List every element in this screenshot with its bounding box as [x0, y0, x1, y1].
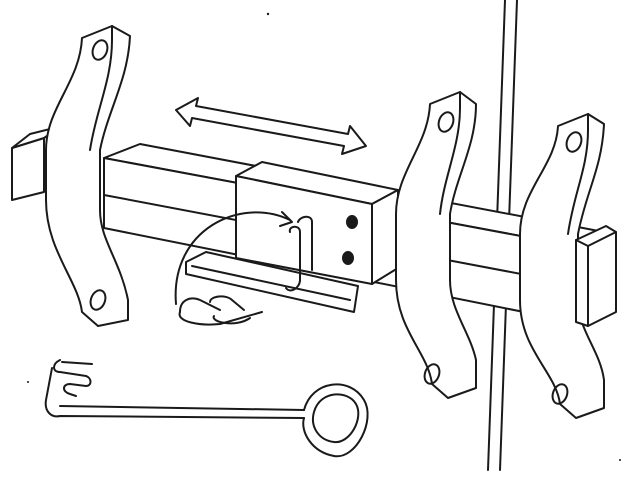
- center-housing: [235, 161, 399, 285]
- slot-plate: [185, 251, 359, 313]
- stray-marks: [27, 12, 621, 461]
- inserted-hook-key: [178, 215, 313, 326]
- housing-hole-lower: [342, 251, 354, 265]
- insertion-arc: [174, 211, 293, 305]
- middle-bracket: [395, 91, 477, 399]
- double-headed-arrow-icon: [175, 97, 367, 155]
- right-bracket: [519, 113, 605, 419]
- bolt-right-end: [575, 225, 617, 327]
- hook-key-icon: [44, 359, 369, 458]
- left-bracket: [45, 25, 131, 327]
- housing-hole-upper: [346, 215, 358, 229]
